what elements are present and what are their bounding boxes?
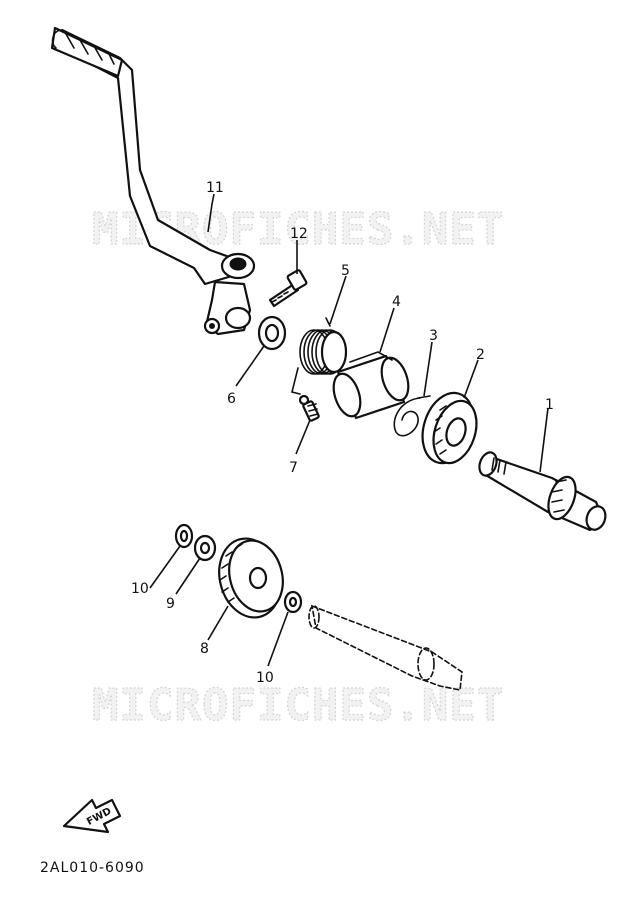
pin <box>298 394 320 422</box>
callout-3: 3 <box>429 328 438 344</box>
kick-axle <box>478 451 607 532</box>
leader-lines <box>149 193 549 667</box>
circlip-lower <box>283 590 303 614</box>
oil-seal <box>257 315 287 351</box>
callout-6: 6 <box>227 391 236 407</box>
callout-2: 2 <box>476 347 485 363</box>
bolt <box>268 269 308 308</box>
diagram-code: 2AL010-6090 <box>40 860 145 876</box>
spring-guide <box>332 351 410 420</box>
clip <box>393 395 431 437</box>
ratchet-wheel <box>421 391 478 465</box>
callout-4: 4 <box>392 294 401 310</box>
callout-5: 5 <box>341 263 350 279</box>
callout-10-upper: 10 <box>131 581 149 597</box>
callout-8: 8 <box>200 641 209 657</box>
fwd-arrow-icon: FWD <box>62 798 122 834</box>
callout-1: 1 <box>545 397 554 413</box>
callout-9: 9 <box>166 596 175 612</box>
idle-gear <box>218 537 284 619</box>
callout-11: 11 <box>206 180 224 196</box>
washer <box>193 534 217 562</box>
circlip-upper <box>174 523 194 549</box>
callout-10-lower: 10 <box>256 670 274 686</box>
callout-7: 7 <box>289 460 298 476</box>
torsion-spring <box>291 317 348 395</box>
shaft <box>308 604 463 691</box>
watermark-bottom: MICROFICHES.NET <box>92 680 504 731</box>
callout-12: 12 <box>290 226 308 242</box>
kick-crank <box>50 26 256 336</box>
